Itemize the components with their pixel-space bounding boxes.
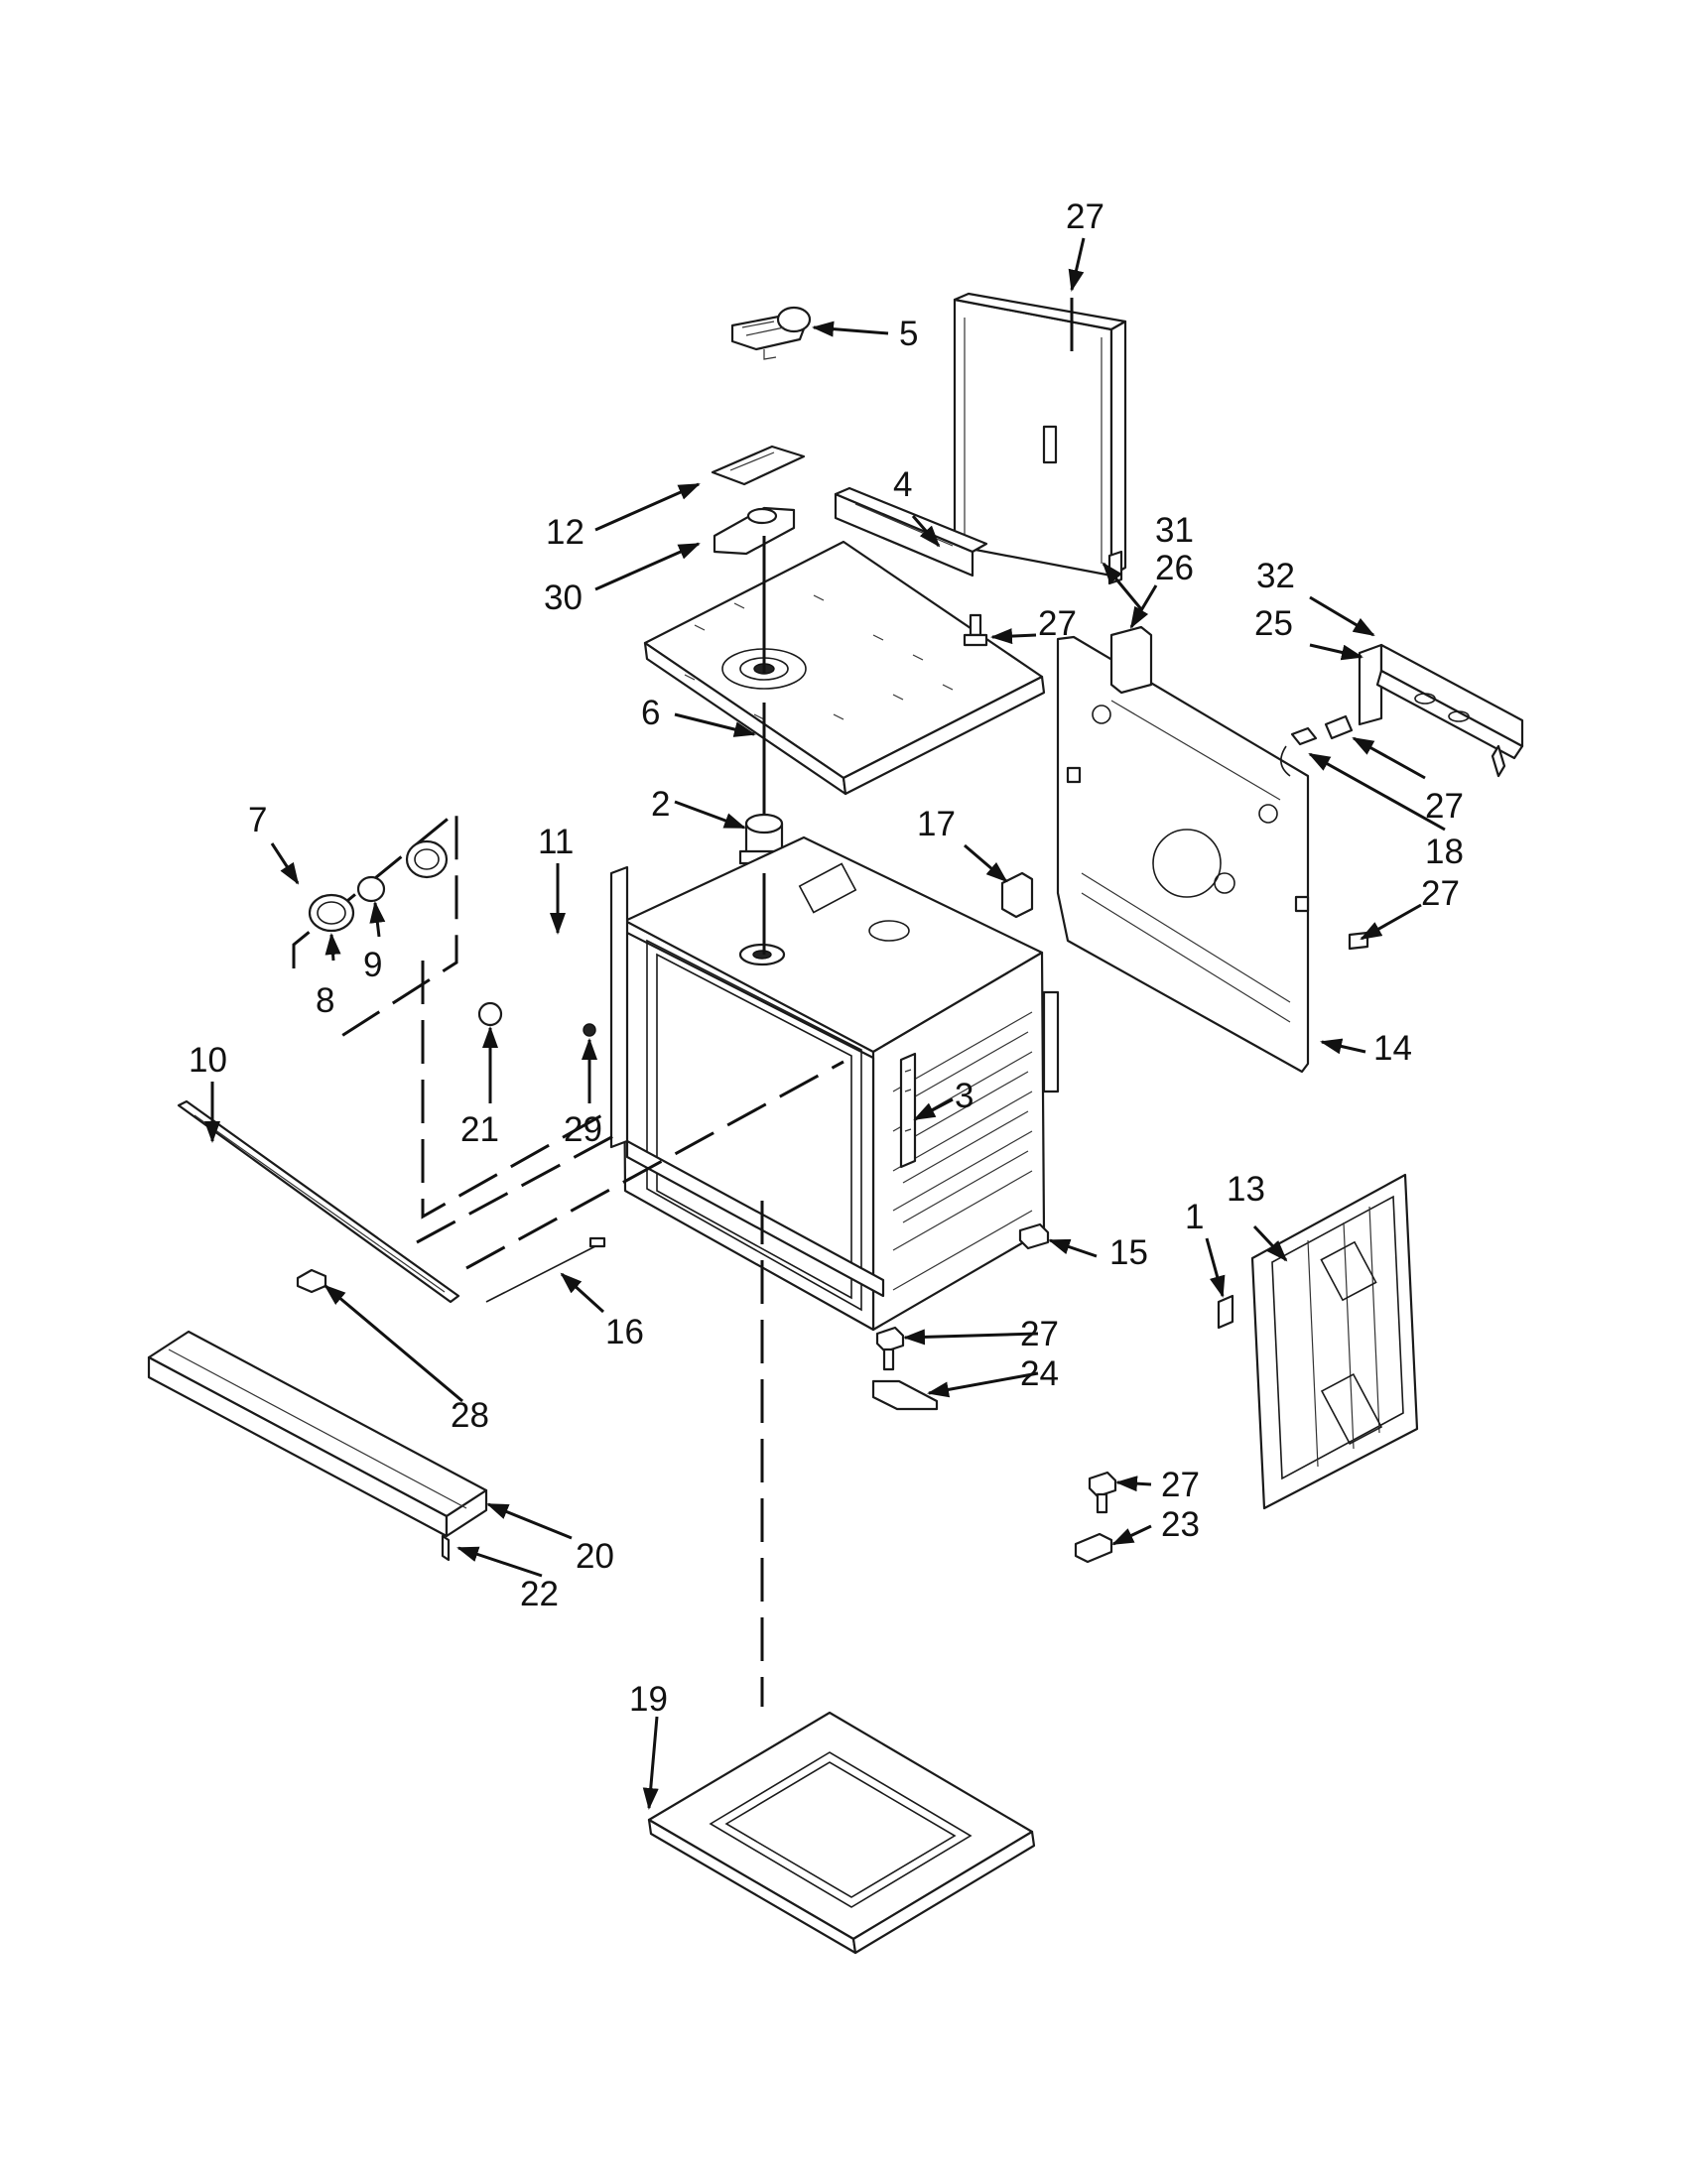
callout-25: 25 bbox=[1254, 604, 1293, 643]
callout-32: 32 bbox=[1256, 557, 1295, 595]
callout-labels: 27 5 4 12 31 26 32 30 27 25 6 2 27 7 11 … bbox=[189, 197, 1464, 1719]
callout-31: 31 bbox=[1155, 511, 1194, 550]
callout-14: 14 bbox=[1373, 1029, 1412, 1068]
part-25-32-bracket[interactable] bbox=[1358, 643, 1524, 778]
callout-17: 17 bbox=[917, 805, 956, 843]
callout-13: 13 bbox=[1227, 1170, 1265, 1209]
callout-28: 28 bbox=[451, 1396, 489, 1435]
callout-29: 29 bbox=[564, 1110, 602, 1149]
callout-6: 6 bbox=[641, 694, 660, 732]
callout-27d: 27 bbox=[1421, 874, 1460, 913]
part-7-knob-group[interactable] bbox=[292, 808, 458, 1042]
part-16-wire[interactable] bbox=[485, 1236, 606, 1303]
part-12-plate[interactable] bbox=[711, 445, 806, 486]
callout-2: 2 bbox=[651, 785, 670, 824]
part-27-screw-a[interactable] bbox=[963, 613, 988, 647]
callout-8: 8 bbox=[316, 981, 334, 1020]
callout-23: 23 bbox=[1161, 1505, 1200, 1544]
callout-21: 21 bbox=[460, 1110, 499, 1149]
callout-30: 30 bbox=[544, 578, 583, 617]
part-17-clip[interactable] bbox=[1000, 871, 1034, 919]
callout-11: 11 bbox=[538, 823, 574, 861]
part-27-screw-b[interactable] bbox=[1324, 714, 1354, 740]
explode-lines bbox=[416, 298, 1074, 1707]
part-26-box[interactable] bbox=[1109, 625, 1153, 695]
callout-22: 22 bbox=[520, 1575, 559, 1613]
part-5-thermal-switch[interactable] bbox=[730, 306, 812, 360]
part-14-rear-panel[interactable] bbox=[1056, 635, 1310, 1074]
callout-18: 18 bbox=[1425, 833, 1464, 871]
part-24-bracket[interactable] bbox=[871, 1379, 939, 1411]
part-18-sensor[interactable] bbox=[1280, 726, 1318, 777]
part-7b-knob-body[interactable] bbox=[405, 839, 449, 879]
leader-arrows bbox=[204, 237, 1446, 1810]
part-8-knob-ring[interactable] bbox=[308, 893, 355, 933]
callout-7: 7 bbox=[248, 801, 267, 839]
part-31-rear-panel[interactable] bbox=[953, 292, 1127, 585]
callout-12: 12 bbox=[546, 513, 584, 552]
part-27-screw-c[interactable] bbox=[1348, 931, 1369, 951]
callout-5: 5 bbox=[899, 315, 918, 353]
part-13-side-panel[interactable] bbox=[1250, 1173, 1419, 1510]
part-21-plug[interactable] bbox=[477, 1001, 503, 1027]
part-27-screw-d[interactable] bbox=[875, 1326, 905, 1371]
callout-15: 15 bbox=[1109, 1233, 1148, 1272]
part-27-screw-e[interactable] bbox=[1018, 1222, 1050, 1250]
part-30-fan-mount[interactable] bbox=[713, 506, 796, 556]
part-27-screw-f[interactable] bbox=[1088, 1471, 1117, 1514]
callout-4: 4 bbox=[893, 465, 912, 504]
callout-1: 1 bbox=[1185, 1198, 1204, 1236]
callout-9: 9 bbox=[363, 946, 382, 984]
callout-27: 27 bbox=[1066, 197, 1104, 236]
callout-10: 10 bbox=[189, 1041, 227, 1080]
front-frame[interactable] bbox=[609, 865, 885, 1298]
part-29-small-screw[interactable] bbox=[583, 1023, 596, 1037]
part-19-bottom-panel[interactable] bbox=[647, 1711, 1036, 1955]
callout-27f: 27 bbox=[1161, 1466, 1200, 1504]
part-1-clip[interactable] bbox=[1217, 1294, 1234, 1330]
callout-20: 20 bbox=[576, 1537, 614, 1576]
part-3-side-bracket[interactable] bbox=[899, 1052, 917, 1169]
part-10-rail[interactable] bbox=[177, 1099, 460, 1304]
callout-27b: 27 bbox=[1038, 604, 1077, 643]
part-9-knob[interactable] bbox=[356, 875, 386, 903]
callout-3: 3 bbox=[955, 1077, 973, 1115]
oven-cavity[interactable] bbox=[621, 835, 1060, 1332]
callout-26: 26 bbox=[1155, 549, 1194, 587]
callout-19: 19 bbox=[629, 1680, 668, 1719]
callout-16: 16 bbox=[605, 1313, 644, 1351]
callout-24: 24 bbox=[1020, 1354, 1059, 1393]
part-6-top-plate[interactable] bbox=[643, 540, 1046, 796]
callout-27c: 27 bbox=[1425, 787, 1464, 826]
part-28-screw[interactable] bbox=[296, 1268, 327, 1294]
part-23-bracket[interactable] bbox=[1074, 1532, 1113, 1564]
part-22-trim-strip[interactable] bbox=[441, 1534, 451, 1562]
callout-27e: 27 bbox=[1020, 1315, 1059, 1353]
part-20-trim[interactable] bbox=[147, 1330, 488, 1538]
